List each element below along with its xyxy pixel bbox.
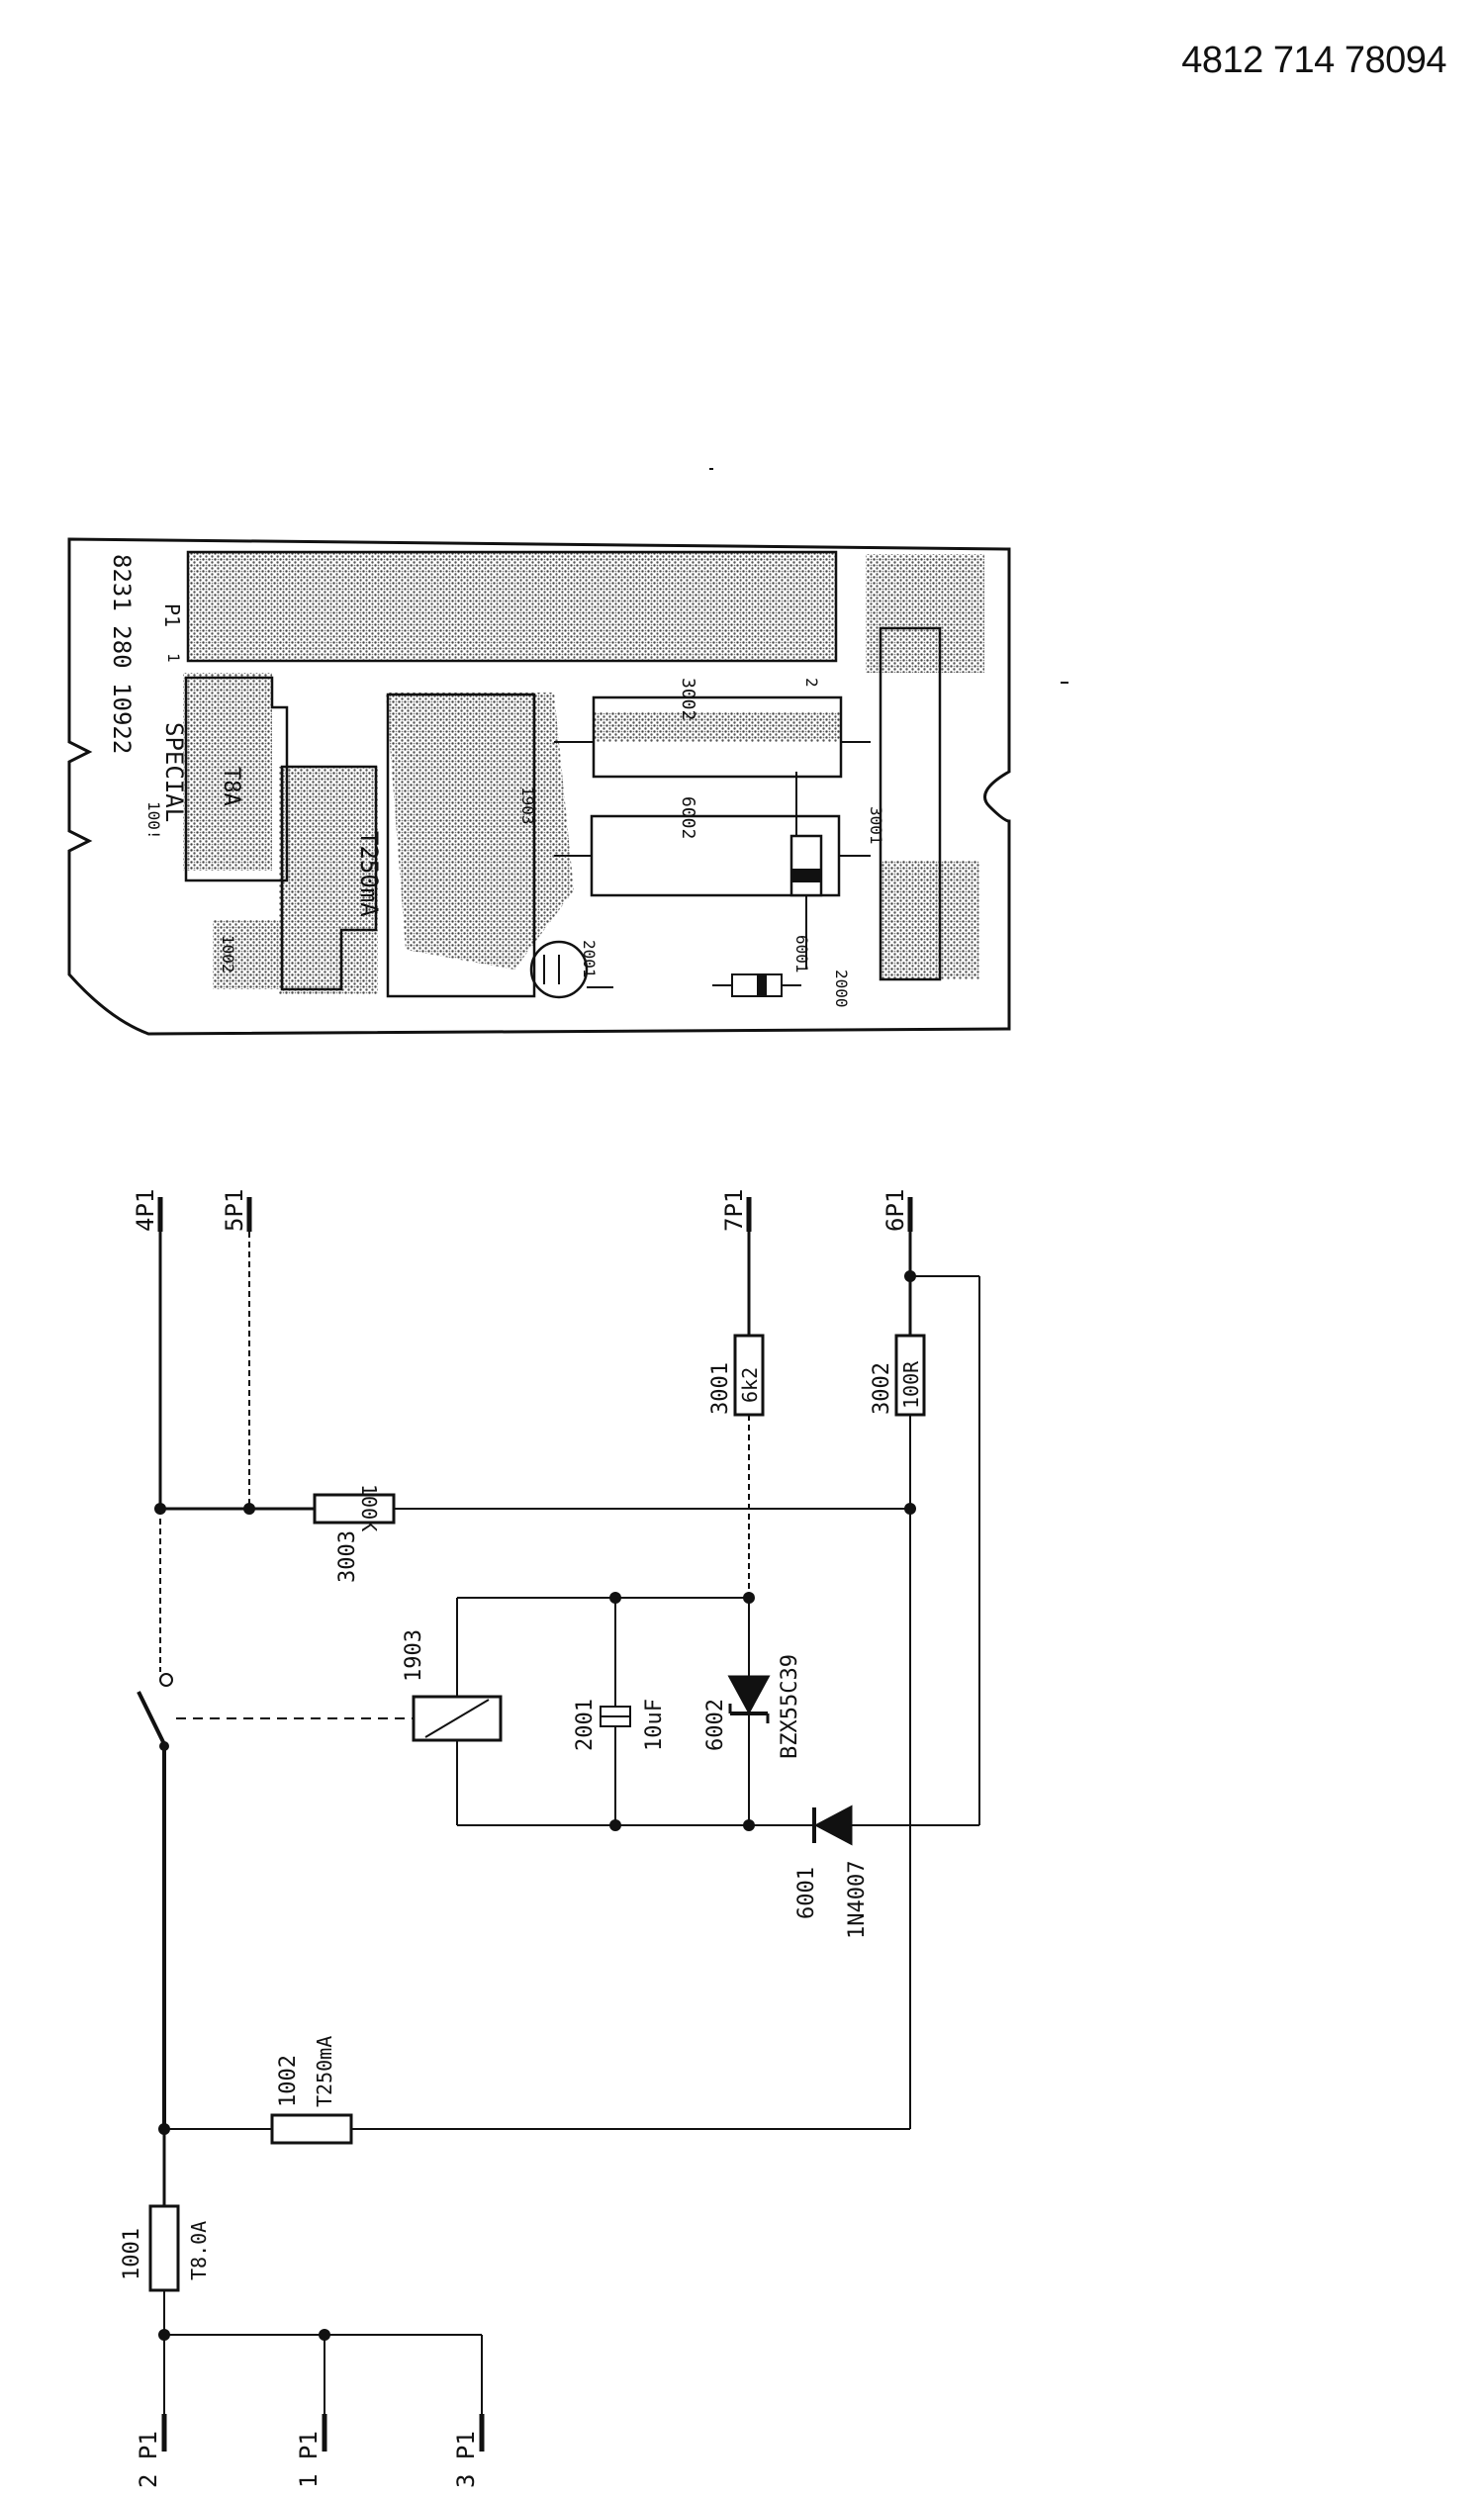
- pcb-layout: 8231 280 10922 P1 1 100! SPECIAL T8A 100…: [67, 537, 1011, 1036]
- pcb-board-code: 8231 280 10922: [108, 554, 136, 754]
- pcb-outline: [67, 537, 1011, 1036]
- copper-pad: [386, 693, 574, 970]
- connector-label-3p1: 3 P1: [452, 2431, 480, 2488]
- r3003-value: 100K: [357, 1484, 381, 1531]
- c2001-value: 10uF: [642, 1699, 667, 1751]
- relay-coil-slash: [424, 1699, 490, 1738]
- connector-label-4p1: 4P1: [132, 1189, 159, 1232]
- copper-pad: [866, 554, 984, 673]
- junction-dot: [609, 1592, 621, 1604]
- f1002-value: T250mA: [313, 2036, 336, 2107]
- r3001-value: 6k2: [738, 1367, 762, 1403]
- p1-connector-strip: [186, 550, 838, 663]
- zener-band: [791, 869, 821, 882]
- connector-label-5p1: 5P1: [221, 1189, 248, 1232]
- connector-label-6p1: 6P1: [881, 1189, 909, 1232]
- r3002-ref: 3002: [870, 1362, 894, 1415]
- switch-contact: [159, 1673, 173, 1687]
- switch-blade: [137, 1691, 167, 1747]
- f1001-value: T8.0A: [187, 2221, 211, 2280]
- pcb-fuse1001-value: T8A: [219, 767, 243, 806]
- connector-label-1p1: 1 P1: [295, 2431, 323, 2488]
- junction-dot: [243, 1503, 255, 1515]
- copper-pad: [188, 552, 836, 661]
- copper-pad: [213, 920, 292, 989]
- pcb-fuse1002-value: T250mA: [355, 831, 383, 917]
- fuse-1002-outline: [280, 765, 378, 991]
- right-component-outline: [879, 626, 942, 981]
- pcb-p1-label: P1: [160, 603, 184, 627]
- junction-dot: [904, 1270, 916, 1282]
- connector-label-2p1: 2 P1: [135, 2431, 162, 2488]
- d6001-ref: 6001: [794, 1867, 819, 1919]
- pcb-zener-ref: 6002: [678, 796, 698, 839]
- resistor-3003: [313, 1493, 396, 1525]
- d6002-ref: 6002: [703, 1699, 728, 1751]
- junction-dot: [158, 2123, 170, 2135]
- zener-pad: [789, 834, 823, 897]
- d6002-value: BZX55C39: [778, 1654, 802, 1759]
- pcb-fuse1001-ref: 100!: [144, 801, 163, 840]
- junction-dot: [158, 2329, 170, 2341]
- r3003-ref: 3003: [335, 1530, 360, 1583]
- pcb-res3002-ref: 3002: [678, 678, 698, 720]
- r3002-value: 100R: [899, 1360, 923, 1409]
- pcb-fuse1001-special: SPECIAL: [160, 722, 188, 822]
- f1002-ref: 1002: [276, 2055, 301, 2107]
- f1001-ref: 1001: [120, 2228, 144, 2280]
- c2001-ref: 2001: [573, 1699, 598, 1751]
- pcb-cap2-ref: 2000: [832, 970, 851, 1008]
- diode-6001: [813, 1805, 853, 1846]
- pcb-diode-ref: 6001: [792, 935, 811, 973]
- junction-dot: [904, 1503, 916, 1515]
- schematic-labels: 4P1 5P1 7P1 6P1 3003 100K 3001 6k2 3002 …: [120, 1189, 923, 2488]
- zener-6002: [727, 1675, 771, 1715]
- junction-dot: [609, 1819, 621, 1831]
- capacitor-2001-outline: [529, 940, 589, 999]
- pcb-res3001-ref: 3001: [867, 806, 885, 845]
- copper-pad: [881, 861, 979, 979]
- fuse-1001: [148, 2204, 180, 2292]
- relay-outline: [386, 693, 536, 998]
- schematic: [137, 1197, 980, 2452]
- pcb-res3002-marker: 2: [802, 678, 821, 688]
- fuse-1002: [270, 2113, 353, 2145]
- copper-pad: [594, 712, 841, 742]
- pcb-p1-marker: 1: [164, 653, 183, 663]
- pcb-fuse1002-ref: 1002: [219, 935, 237, 973]
- fuse-1001-outline: [184, 676, 289, 882]
- junction-dot: [319, 2329, 330, 2341]
- copper-pad: [183, 673, 272, 871]
- junction-dot: [154, 1503, 166, 1515]
- diode-2000-band: [757, 974, 767, 996]
- junction-dot: [159, 1741, 169, 1751]
- junction-dot: [743, 1819, 755, 1831]
- d6001-value: 1N4007: [845, 1861, 870, 1939]
- relay-1903-ref: 1903: [402, 1629, 426, 1682]
- pcb-relay-ref: 1903: [518, 787, 537, 825]
- pcb-cap-ref: 2001: [580, 940, 599, 978]
- junctions: [154, 1270, 916, 2341]
- resistor-3002-outline: [592, 695, 843, 779]
- r3001-ref: 3001: [708, 1362, 733, 1415]
- copper-pad: [279, 767, 378, 994]
- junction-dot: [743, 1592, 755, 1604]
- document-number: 4812 714 78094: [1181, 40, 1446, 81]
- connector-label-7p1: 7P1: [720, 1189, 748, 1232]
